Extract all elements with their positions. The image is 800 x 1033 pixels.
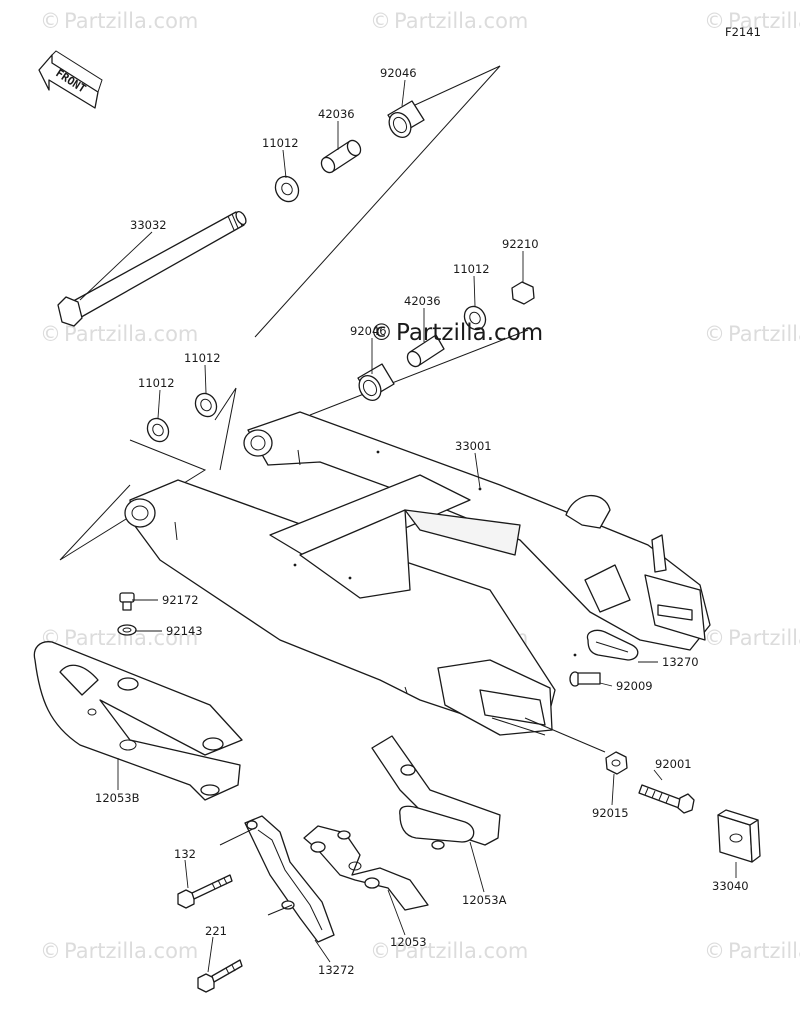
- oil-seal: [146, 417, 170, 443]
- part-label: 92001: [655, 757, 692, 771]
- part-label: 11012: [453, 262, 490, 276]
- collar: [320, 139, 362, 174]
- part-label: 33040: [712, 879, 749, 893]
- part-label: 12053B: [95, 791, 140, 805]
- watermark: ©Partzilla.com: [370, 939, 528, 963]
- svg-text:©: ©: [40, 9, 61, 33]
- part-label: 92210: [502, 237, 539, 251]
- part-label: 42036: [318, 107, 355, 121]
- svg-text:©: ©: [370, 939, 391, 963]
- watermark: ©Partzilla.com: [40, 9, 198, 33]
- bolt-221: [197, 959, 243, 993]
- svg-text:Partzilla.com: Partzilla.com: [728, 939, 800, 963]
- swingarm: [124, 411, 711, 736]
- adjuster-bolt: [638, 784, 695, 814]
- watermark: ©Partzilla.com: [704, 626, 800, 650]
- leader-lines: [79, 79, 737, 973]
- bolt-132: [177, 874, 233, 909]
- oil-seal: [194, 392, 218, 418]
- svg-text:©: ©: [370, 320, 393, 346]
- svg-text:Partzilla.com: Partzilla.com: [64, 939, 198, 963]
- svg-text:Partzilla.com: Partzilla.com: [64, 322, 198, 346]
- part-label: 13270: [662, 655, 699, 669]
- part-label: 92009: [616, 679, 653, 693]
- front-arrow-icon: FRONT: [38, 50, 103, 109]
- oil-seal: [274, 175, 300, 203]
- svg-text:©: ©: [40, 939, 61, 963]
- part-label: 92143: [166, 624, 203, 638]
- bearing-stack-upper: [274, 100, 425, 203]
- axle-shaft: [57, 210, 247, 327]
- part-label: 92046: [380, 66, 417, 80]
- part-label: 221: [205, 924, 227, 938]
- svg-text:©: ©: [704, 322, 725, 346]
- svg-text:Partzilla.com: Partzilla.com: [728, 626, 800, 650]
- small-bolt: [119, 592, 135, 611]
- center-watermark: © Partzilla.com: [370, 320, 543, 346]
- adjuster-block: [717, 809, 761, 863]
- svg-text:Partzilla.com: Partzilla.com: [394, 9, 528, 33]
- part-labels: 92046 42036 11012 33032 92210 11012 4203…: [95, 66, 749, 977]
- watermark: ©Partzilla.com: [40, 939, 198, 963]
- nut: [511, 281, 535, 305]
- part-label: 13272: [318, 963, 355, 977]
- flange-nut: [605, 751, 628, 775]
- watermark: ©Partzilla.com: [704, 322, 800, 346]
- part-label: 92015: [592, 806, 629, 820]
- watermark: ©Partzilla.com: [40, 322, 198, 346]
- chain-adjuster-plate: [586, 629, 639, 661]
- part-label: 11012: [184, 351, 221, 365]
- chain-guide: [303, 825, 429, 911]
- part-label: 92172: [162, 593, 199, 607]
- chain-guide-a: [371, 735, 501, 850]
- part-label: 12053: [390, 935, 427, 949]
- needle-bearing: [357, 363, 395, 401]
- part-label: 11012: [262, 136, 299, 150]
- svg-text:©: ©: [40, 322, 61, 346]
- screw: [569, 671, 601, 687]
- part-label: 12053A: [462, 893, 507, 907]
- svg-text:©: ©: [704, 939, 725, 963]
- collar: [406, 334, 445, 368]
- bearing-stack-lower: [146, 281, 535, 443]
- part-label: 92046: [350, 324, 387, 338]
- watermark: ©Partzilla.com: [704, 9, 800, 33]
- svg-text:©: ©: [370, 9, 391, 33]
- svg-text:©: ©: [704, 626, 725, 650]
- svg-text:Partzilla.com: Partzilla.com: [396, 320, 543, 346]
- svg-text:Partzilla.com: Partzilla.com: [64, 9, 198, 33]
- chain-guide-b: [33, 641, 243, 801]
- watermark: ©Partzilla.com: [704, 939, 800, 963]
- part-label: 33001: [455, 439, 492, 453]
- oil-seal: [463, 305, 487, 331]
- washer: [117, 624, 137, 636]
- svg-text:Partzilla.com: Partzilla.com: [394, 939, 528, 963]
- part-label: 33032: [130, 218, 167, 232]
- svg-text:©: ©: [704, 9, 725, 33]
- part-label: 11012: [138, 376, 175, 390]
- part-label: 132: [174, 847, 196, 861]
- part-label: 42036: [404, 294, 441, 308]
- needle-bearing: [387, 100, 425, 138]
- svg-text:Partzilla.com: Partzilla.com: [728, 322, 800, 346]
- figure-code: F2141: [725, 25, 761, 39]
- watermark: ©Partzilla.com: [370, 9, 528, 33]
- svg-text:Partzilla.com: Partzilla.com: [728, 9, 800, 33]
